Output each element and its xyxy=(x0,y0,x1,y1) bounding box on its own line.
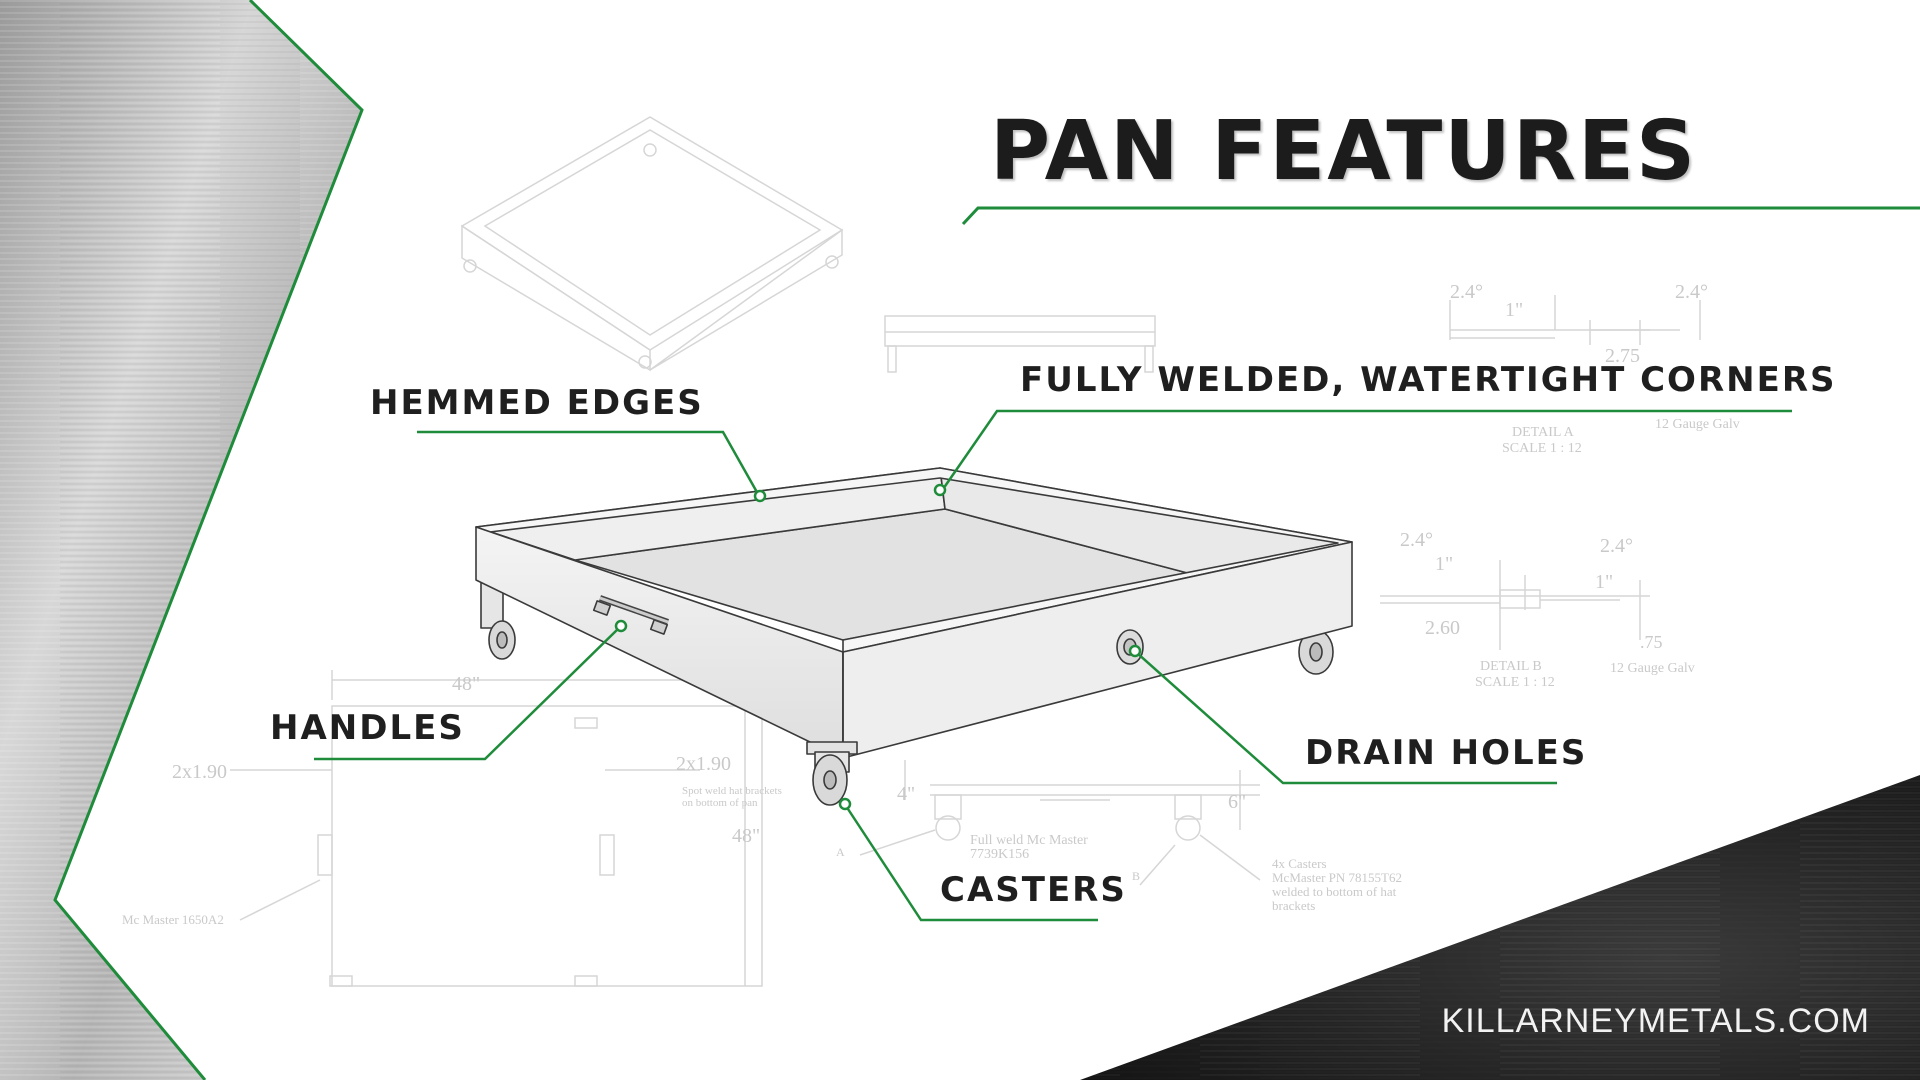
svg-text:2x1.90: 2x1.90 xyxy=(676,753,731,775)
svg-text:4": 4" xyxy=(897,783,915,805)
svg-text:2.4°: 2.4° xyxy=(1600,535,1633,557)
svg-text:DETAIL B: DETAIL B xyxy=(1480,659,1542,674)
leader-hemmed-edges xyxy=(417,430,760,495)
svg-text:SCALE 1 : 12: SCALE 1 : 12 xyxy=(1475,675,1555,690)
technical-drawing-background xyxy=(230,116,1701,987)
leader-casters xyxy=(844,805,1098,922)
svg-text:2x1.90: 2x1.90 xyxy=(172,761,227,783)
svg-text:B: B xyxy=(1132,869,1140,883)
svg-text:2.75: 2.75 xyxy=(1605,345,1640,367)
label-watertight-corners: FULLY WELDED, WATERTIGHT CORNERS xyxy=(1020,360,1837,400)
svg-text:1": 1" xyxy=(1435,553,1453,575)
svg-text:4x Casters: 4x Casters xyxy=(1272,856,1327,871)
leader-drain-holes xyxy=(1136,652,1557,785)
title-underline xyxy=(961,206,1920,226)
svg-text:.75: .75 xyxy=(1640,632,1663,652)
page-title: PAN FEATURES xyxy=(990,104,1698,199)
handle xyxy=(592,595,669,635)
callout-dots xyxy=(614,483,1142,811)
label-drain-holes: DRAIN HOLES xyxy=(1305,733,1588,773)
svg-text:2.4°: 2.4° xyxy=(1675,281,1708,303)
svg-text:welded to bottom of hat: welded to bottom of hat xyxy=(1272,884,1397,899)
technical-drawing-text: 2.4° 1" 2.4° 2.75 DETAIL A SCALE 1 : 12 … xyxy=(122,281,1740,927)
svg-text:on bottom of pan: on bottom of pan xyxy=(682,797,758,809)
label-hemmed-edges: HEMMED EDGES xyxy=(370,383,704,423)
svg-text:1": 1" xyxy=(1505,299,1523,321)
svg-text:2.4°: 2.4° xyxy=(1400,529,1433,551)
svg-text:A: A xyxy=(836,845,845,859)
dark-metal-corner xyxy=(1080,775,1920,1080)
svg-text:SCALE 1 : 12: SCALE 1 : 12 xyxy=(1502,441,1582,456)
pan-model xyxy=(475,467,1353,806)
callout-leader-lines xyxy=(314,409,1792,922)
brushed-metal-panel xyxy=(0,0,362,1080)
leader-corners xyxy=(939,409,1792,493)
svg-text:6": 6" xyxy=(1228,791,1246,813)
svg-text:Full weld Mc Master: Full weld Mc Master xyxy=(970,833,1088,848)
label-handles: HANDLES xyxy=(270,708,465,748)
svg-text:12 Gauge Galv: 12 Gauge Galv xyxy=(1655,417,1740,432)
svg-text:Mc Master 1650A2: Mc Master 1650A2 xyxy=(122,912,224,927)
svg-text:7739K156: 7739K156 xyxy=(970,847,1029,862)
svg-text:1": 1" xyxy=(1595,571,1613,593)
svg-text:brackets: brackets xyxy=(1272,898,1315,913)
svg-text:12 Gauge Galv: 12 Gauge Galv xyxy=(1610,661,1695,676)
green-frame-line-left xyxy=(53,0,364,1080)
svg-text:2.4°: 2.4° xyxy=(1450,281,1483,303)
svg-text:McMaster PN 78155T62: McMaster PN 78155T62 xyxy=(1272,870,1402,885)
svg-text:48": 48" xyxy=(452,673,480,695)
label-casters: CASTERS xyxy=(940,870,1127,910)
svg-text:DETAIL A: DETAIL A xyxy=(1512,425,1575,440)
leader-handles xyxy=(314,626,621,761)
website-link[interactable]: KILLARNEYMETALS.COM xyxy=(1441,1002,1870,1040)
svg-text:Spot weld hat brackets: Spot weld hat brackets xyxy=(682,785,782,797)
caster-front xyxy=(806,741,858,806)
svg-text:48": 48" xyxy=(732,825,760,847)
svg-text:2.60: 2.60 xyxy=(1425,617,1460,639)
